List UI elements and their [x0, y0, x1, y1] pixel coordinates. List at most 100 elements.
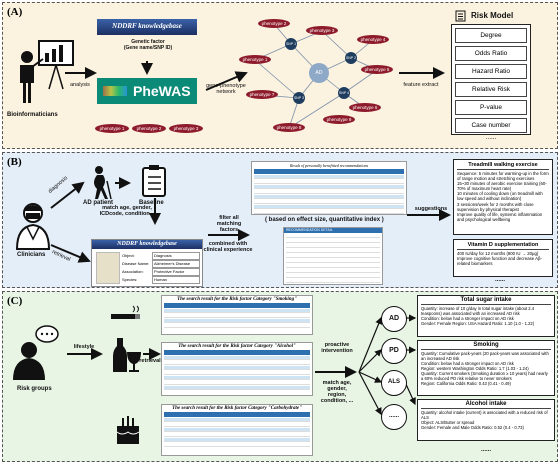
presenter-icon: [20, 40, 74, 103]
network-phenotype-4: phenotype 4: [357, 35, 389, 44]
panel-c: (C) Risk groups lifestyle retrieval: [2, 291, 558, 462]
role-bioinformaticians: Bioinformaticians: [7, 112, 58, 118]
card-smoking-line: Region: California Odds Ratio: 0.43 (0.4…: [421, 381, 511, 386]
disease-als: ALS: [381, 370, 407, 396]
kb-title-a: NDDRF knowledgebase: [112, 22, 182, 30]
card-sugar-line: Gender: Female Region: USA Hazard Ratio:…: [421, 321, 535, 326]
risk-model-title: Risk Model: [471, 11, 514, 20]
rec2-item: 400 IU/day for 12 months (800 IU → 20μg): [457, 251, 539, 256]
rec1-item: 15~30 minutes of aerobic exercise traini…: [457, 181, 547, 192]
clipboard-icon: [142, 165, 166, 197]
risk-item-case-number: Case number: [455, 118, 527, 133]
result-sheet-top: Result of personally benefitted recommen…: [251, 161, 407, 215]
card-smoking-line: Quantity: Current smokers (Smoking durat…: [421, 371, 548, 381]
risk-item-hazard-ratio: Hazard Ratio: [455, 64, 527, 79]
arrow-network-label: gene-phenotype network: [206, 83, 246, 95]
search-sheet-carbohydrate: The search result for the Risk factor Ca…: [161, 404, 313, 456]
form-row-species[interactable]: Species:Human: [122, 276, 200, 284]
patient-label: AD patient: [83, 200, 113, 206]
based-on-label: ( based on effect size, quantitative ind…: [265, 217, 384, 223]
panel-c-label: (C): [7, 295, 23, 307]
risk-item-odds-ratio: Odds Ratio: [455, 46, 527, 61]
result-sheet-bottom-caption: RECOMMENDATION DETAIL: [284, 228, 382, 233]
phewas-title: PheWAS: [133, 83, 191, 99]
arrow-feature-label: feature extract: [403, 82, 439, 88]
risk-group-icon: [13, 325, 59, 380]
card-sugar-line: Quantity: increase of 10 g/day in total …: [421, 306, 535, 316]
cake-icon: [116, 416, 140, 444]
kb-form-image: [96, 252, 120, 284]
kb-form-b: NDDRF knowledgebase Object:Diagnosis Dis…: [91, 239, 203, 287]
network-node-snp4: SNP 4: [338, 87, 350, 99]
panel-a: (A) Bioinformaticians analysis NDDRF kno…: [2, 2, 558, 149]
match-factors-label: match age, gender, ICDcode, condition...: [99, 205, 155, 217]
search-sheet-alcohol: The search result for the Risk factor Ca…: [161, 342, 313, 396]
risk-item-more: ......: [485, 134, 497, 141]
role-clinicians: Clinicians: [17, 252, 46, 258]
network-node-snp2: SNP 2: [345, 52, 357, 64]
card-smoking-line: Condition: below had a stronger impact o…: [421, 361, 514, 366]
network-phenotype-7: phenotype 7: [246, 90, 278, 99]
rec-card-treadmill: Treadmill walking exercise Sequence: 5 m…: [453, 159, 553, 235]
panel-a-arrows: [65, 61, 445, 91]
search-sheet-alcohol-caption: The search result for the Risk factor Ca…: [178, 344, 296, 349]
form-row-object[interactable]: Object:Diagnosis: [122, 252, 200, 260]
card-alcohol-title: Alcohol intake: [421, 401, 551, 409]
kb-title-b: NDDRF knowledgebase: [92, 240, 202, 249]
card-alcohol: Alcohol intake Quantity: alcohol intake …: [417, 399, 555, 441]
cigarette-icon: [111, 305, 140, 319]
result-sheet-top-caption: Result of personally benefitted recommen…: [289, 163, 369, 168]
patient-icon: [94, 166, 112, 200]
cards-more: ......: [481, 447, 492, 453]
arrow-intervention-label: proactive intervention: [321, 342, 353, 354]
network-node-ad: AD: [309, 63, 329, 83]
result-sheet-bottom: RECOMMENDATION DETAIL: [283, 227, 383, 285]
kb-gene-label: (Gene name/SNP ID): [123, 45, 173, 51]
network-node-snp3: SNP 3: [293, 92, 305, 104]
panel-b-arrows: [50, 177, 451, 263]
card-alcohol-line: Quantity: alcohol intake (current) is as…: [421, 410, 548, 420]
panel-c-arrows: [67, 314, 417, 416]
combined-experience-label: combined with clinical experience: [203, 241, 253, 253]
risk-item-degree: Degree: [455, 28, 527, 43]
arrow-analysis-label: analysis: [70, 82, 90, 88]
panel-a-label: (A): [7, 6, 23, 18]
card-sugar-title: Total sugar intake: [421, 297, 551, 305]
role-risk-groups: Risk groups: [17, 386, 52, 392]
arrow-lifestyle-label: lifestyle: [73, 344, 95, 350]
network-phenotype-8: phenotype 8: [273, 123, 305, 132]
panel-b: (B) Clinicians diagnosis retrieval AD pa…: [2, 152, 558, 288]
phewas-banner: PheWAS: [97, 78, 197, 104]
disease-ad: AD: [381, 306, 407, 332]
kb-genetic-label: Genetic factor: [131, 39, 165, 45]
arrow-suggestions-label: suggestions: [414, 206, 448, 212]
risk-model-box: Degree Odds Ratio Hazard Ratio Relative …: [451, 24, 531, 141]
card-alcohol-line: Gender: Female and Male Odds Ratio: 0.52…: [421, 425, 524, 430]
match-demographics-label: match age, gender, region, condition, ..…: [320, 380, 354, 404]
network-phenotype-5: phenotype 5: [361, 65, 393, 74]
rec1-item: Improve quality of life, systemic inflam…: [457, 211, 543, 222]
phenotype-pill-2: phenotype 2: [132, 124, 166, 133]
rec-more: ......: [495, 277, 506, 283]
card-sugar-line: Condition: below had a stronger impact o…: [421, 316, 514, 321]
network-phenotype-3: phenotype 3: [306, 26, 338, 35]
form-row-association[interactable]: Association:Protective Factor: [122, 268, 200, 276]
phenotype-pill-1: phenotype 1: [95, 124, 129, 133]
card-smoking-line: Region: western Washington Odds Ratio: 1…: [421, 366, 529, 371]
risk-item-relative-risk: Relative Risk: [455, 82, 527, 97]
baseline-label: Baseline: [139, 200, 164, 206]
card-smoking: Smoking Quantity: Cumulative pack-years …: [417, 340, 555, 396]
risk-model-icon: [455, 10, 466, 22]
network-phenotype-6: phenotype 6: [349, 103, 381, 112]
form-row-disease[interactable]: Disease Name:Alzheimer's Disease: [122, 260, 200, 268]
search-sheet-smoking-caption: The search result for the Risk factor Ca…: [177, 297, 297, 302]
phenotype-pill-3: phenotype 3: [169, 124, 203, 133]
filter-factors-label: filter all matching factors: [216, 215, 242, 233]
rec1-item: Sequence: 5 minutes for warming-up in th…: [457, 171, 549, 182]
phewas-logo: [103, 86, 127, 96]
card-smoking-title: Smoking: [421, 342, 551, 350]
network-phenotype-9: phenotype 9: [323, 115, 355, 124]
card-total-sugar: Total sugar intake Quantity: increase of…: [417, 295, 555, 337]
rec1-title: Treadmill walking exercise: [457, 162, 549, 170]
panel-b-label: (B): [7, 156, 22, 168]
